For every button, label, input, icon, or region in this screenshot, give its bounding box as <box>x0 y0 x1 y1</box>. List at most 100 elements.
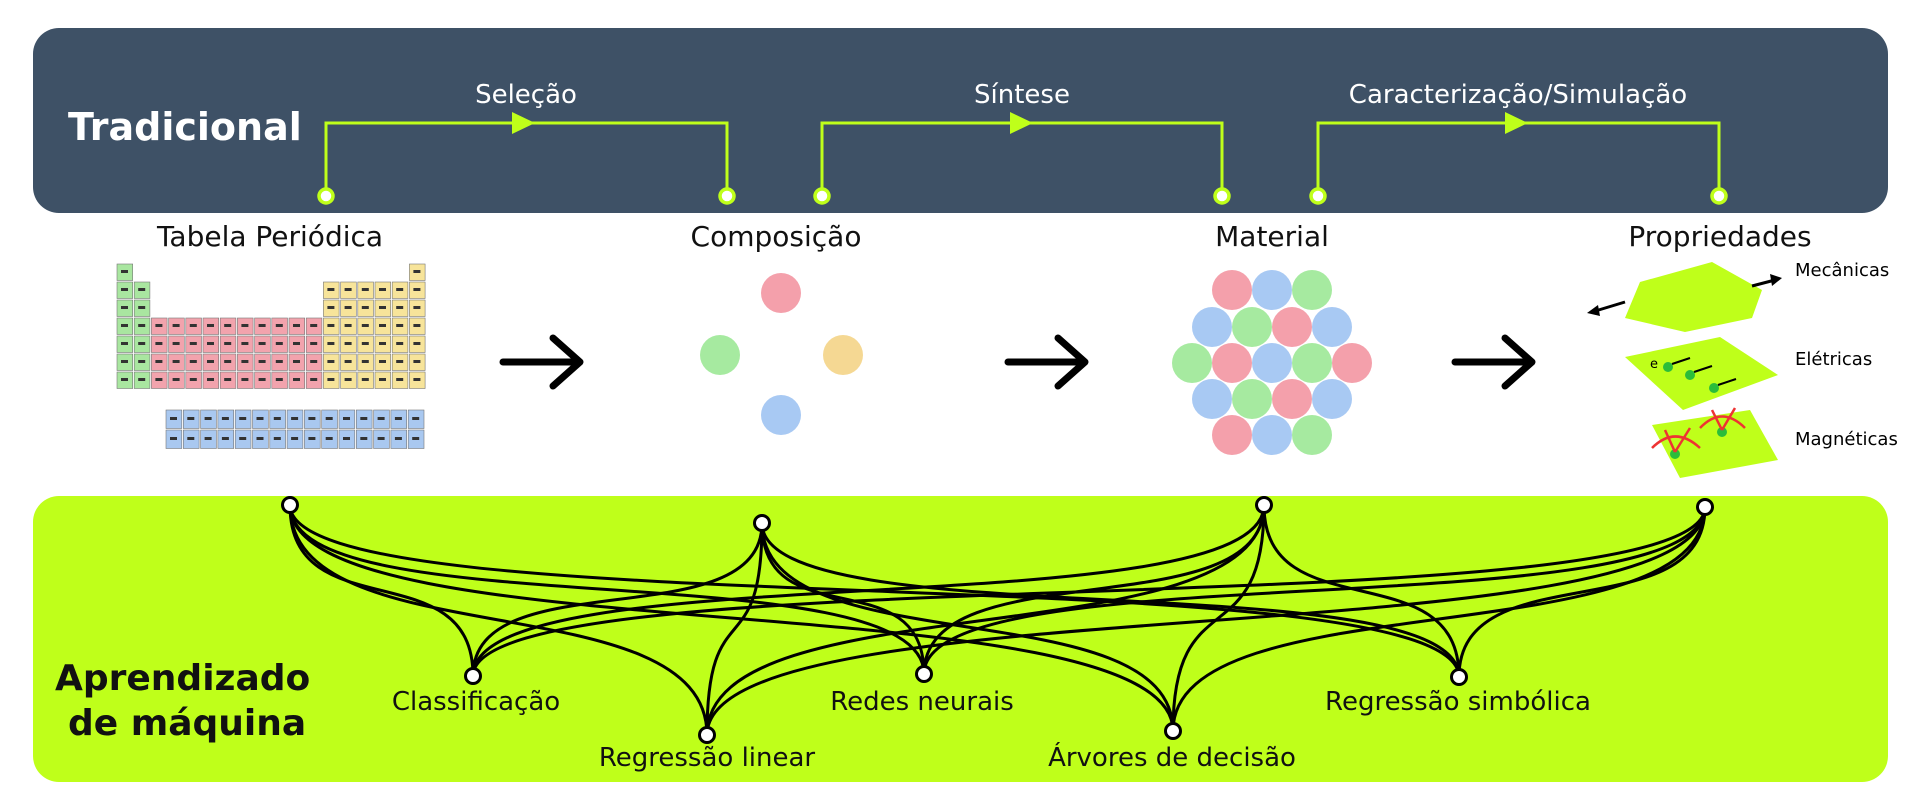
property-label-eletricas: Elétricas <box>1795 349 1872 370</box>
ptable-symbol-mark <box>258 342 266 345</box>
stage-label-material: Material <box>1215 220 1329 253</box>
flow-arrow-3 <box>1451 334 1536 390</box>
ptable-symbol-mark <box>344 288 352 291</box>
ptable-symbol-mark <box>239 437 247 440</box>
ptable-symbol-mark <box>155 324 163 327</box>
ml-method-redes-neurais: Redes neurais <box>830 687 1014 717</box>
ptable-symbol-mark <box>343 417 350 420</box>
ptable-symbol-mark <box>360 417 368 420</box>
ptable-symbol-mark <box>241 378 249 381</box>
ptable-symbol-mark <box>413 270 421 273</box>
ml-method-arvores: Árvores de decisão <box>1048 741 1296 773</box>
ptable-symbol-mark <box>310 324 318 327</box>
ml-method-regressao-linear: Regressão linear <box>599 743 816 773</box>
ptable-symbol-mark <box>379 360 386 363</box>
lattice-atom <box>1192 379 1232 419</box>
network-edge <box>1457 506 1707 678</box>
lattice-atom <box>1292 415 1332 455</box>
ptable-symbol-mark <box>361 306 369 309</box>
atom-green <box>700 335 740 375</box>
ptable-symbol-mark <box>138 288 146 291</box>
ptable-symbol-mark <box>327 306 335 309</box>
step-label-caracterizacao: Caracterização/Simulação <box>1349 80 1687 110</box>
ptable-symbol-mark <box>275 360 283 363</box>
lattice-atom <box>1312 307 1352 347</box>
ptable-symbol-mark <box>207 378 214 381</box>
ptable-symbol-mark <box>361 360 369 363</box>
ptable-symbol-mark <box>224 360 232 363</box>
ptable-symbol-mark <box>121 342 128 345</box>
ptable-symbol-mark <box>207 360 214 363</box>
network-edge <box>705 522 764 736</box>
lattice-atom <box>1252 415 1292 455</box>
network-node <box>281 496 299 514</box>
lattice-atom <box>1232 307 1272 347</box>
ml-panel <box>33 496 1888 782</box>
ptable-symbol-mark <box>121 360 128 363</box>
network-edge <box>922 504 1266 675</box>
network-edge <box>705 504 1266 736</box>
ptable-symbol-mark <box>413 288 421 291</box>
ptable-symbol-mark <box>310 342 318 345</box>
ptable-symbol-mark <box>396 360 404 363</box>
ptable-symbol-mark <box>207 342 214 345</box>
flow-arrow-1 <box>499 334 584 390</box>
ptable-symbol-mark <box>293 360 300 363</box>
ptable-symbol-mark <box>293 342 300 345</box>
ptable-symbol-mark <box>377 417 385 420</box>
periodic-table-graphic <box>116 263 426 449</box>
ptable-symbol-mark <box>308 437 316 440</box>
ptable-symbol-mark <box>204 417 212 420</box>
ptable-symbol-mark <box>258 324 266 327</box>
ptable-symbol-mark <box>379 324 386 327</box>
step-arrow-selecao <box>512 112 535 134</box>
material-lattice <box>1172 270 1372 455</box>
network-edge <box>1262 504 1461 678</box>
ptable-symbol-mark <box>379 288 386 291</box>
step-label-selecao: Seleção <box>475 80 577 110</box>
network-edge <box>471 504 1266 677</box>
network-edge <box>471 506 1707 677</box>
ptable-symbol-mark <box>327 324 335 327</box>
ptable-symbol-mark <box>327 378 335 381</box>
ptable-symbol-mark <box>170 417 177 420</box>
ptable-symbol-mark <box>413 360 421 363</box>
ptable-symbol-mark <box>138 360 146 363</box>
step-label-sintese: Síntese <box>974 80 1070 110</box>
ptable-symbol-mark <box>275 342 283 345</box>
lattice-atom <box>1332 343 1372 383</box>
ptable-symbol-mark <box>155 360 163 363</box>
ptable-symbol-mark <box>224 378 232 381</box>
ptable-symbol-mark <box>224 342 232 345</box>
electron-symbol: e <box>1650 357 1658 372</box>
atom-pink <box>761 273 801 313</box>
ptable-symbol-mark <box>189 360 197 363</box>
ptable-symbol-mark <box>360 437 368 440</box>
ptable-symbol-mark <box>138 342 146 345</box>
property-electrical-illustration: e <box>1625 337 1778 410</box>
ml-method-regressao-simbolica: Regressão simbólica <box>1325 687 1591 717</box>
ptable-symbol-mark <box>344 378 352 381</box>
ptable-symbol-mark <box>344 342 352 345</box>
ptable-symbol-mark <box>327 288 335 291</box>
network-node <box>464 667 482 685</box>
ptable-symbol-mark <box>239 417 247 420</box>
property-mechanical-illustration <box>1587 262 1782 332</box>
ptable-symbol-mark <box>291 437 299 440</box>
lattice-atom <box>1212 343 1252 383</box>
network-edge <box>288 504 475 677</box>
ptable-symbol-mark <box>121 288 128 291</box>
traditional-title: Tradicional <box>68 105 302 149</box>
ptable-symbol-mark <box>413 378 421 381</box>
ptable-symbol-mark <box>394 417 402 420</box>
ptable-symbol-mark <box>361 324 369 327</box>
ptable-symbol-mark <box>344 306 352 309</box>
ptable-symbol-mark <box>121 378 128 381</box>
lattice-atom <box>1232 379 1272 419</box>
lattice-atom <box>1172 343 1212 383</box>
lattice-atom <box>1212 270 1252 310</box>
ptable-symbol-mark <box>138 378 146 381</box>
ptable-symbol-mark <box>379 342 386 345</box>
ptable-symbol-mark <box>121 306 128 309</box>
ptable-symbol-mark <box>325 417 333 420</box>
